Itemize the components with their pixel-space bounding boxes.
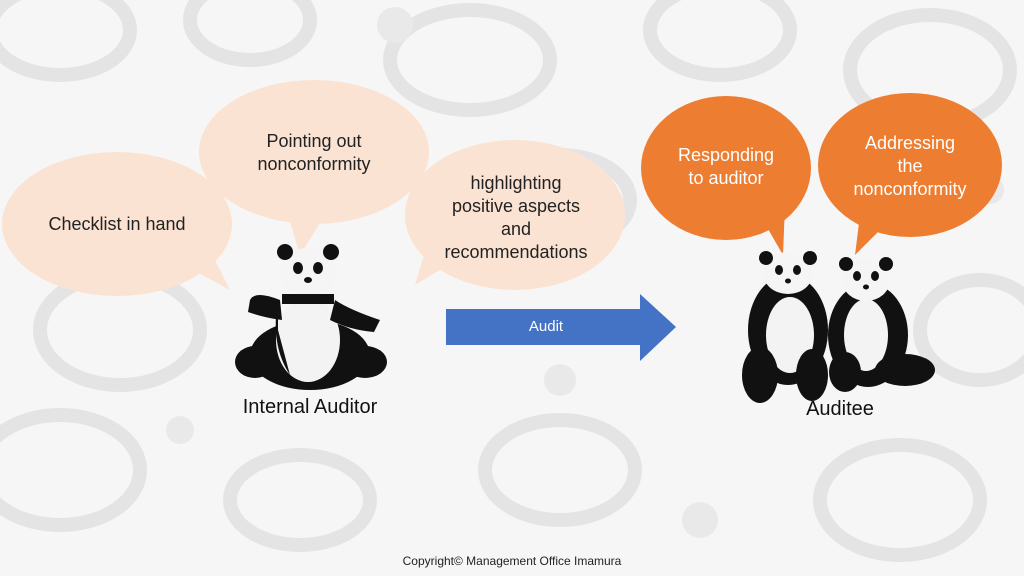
bubble-checklist-text: Checklist in hand bbox=[48, 213, 186, 234]
copyright-footer: Copyright© Management Office Imamura bbox=[402, 554, 622, 568]
audit-arrow bbox=[446, 294, 676, 361]
auditee-label: Auditee bbox=[806, 398, 874, 420]
internal-auditor-label: Internal Auditor bbox=[242, 396, 378, 418]
speech-bubble-checklist bbox=[2, 152, 232, 296]
internal-auditor-panda-image bbox=[235, 244, 387, 390]
auditee-panda-right-image bbox=[828, 257, 935, 392]
auditee-panda-left-image bbox=[742, 251, 828, 403]
speech-bubble-addressing bbox=[818, 93, 1002, 255]
speech-bubble-highlighting bbox=[405, 140, 625, 290]
speech-bubble-responding bbox=[641, 96, 811, 255]
speech-bubble-pointing-out bbox=[199, 80, 429, 255]
audit-arrow-label: Audit bbox=[528, 318, 564, 335]
